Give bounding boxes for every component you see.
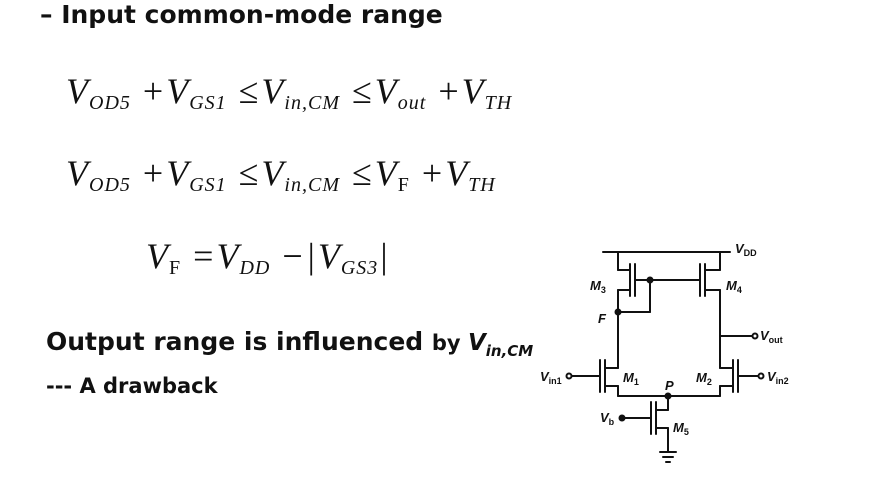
eq3-term: V	[146, 236, 169, 276]
vin1-label: Vin1	[540, 369, 562, 386]
equation-vf-definition: VF =VDD −|VGS3|	[146, 235, 391, 280]
eq1-sub: out	[397, 92, 427, 114]
eq2-term: V	[261, 153, 285, 193]
eq3-term: V	[317, 236, 341, 276]
transistor-m4	[699, 251, 721, 361]
eq2-op: +	[421, 153, 444, 193]
m5-label: M5	[673, 420, 689, 437]
m3-label: M3	[590, 278, 606, 295]
m4-label: M4	[726, 278, 742, 295]
eq3-sub: GS3	[340, 257, 379, 279]
eq3-term: V	[216, 236, 240, 276]
eq1-sub: GS1	[189, 92, 227, 114]
output-range-by: by	[431, 331, 468, 355]
abs-bar: |	[307, 236, 316, 276]
output-range-text: Output range is influenced	[46, 327, 432, 356]
eq1-term: V	[166, 71, 190, 111]
eq1-op: ≤	[351, 71, 373, 111]
eq1-sub: TH	[484, 92, 513, 114]
eq1-term: V	[261, 71, 285, 111]
vout-terminal	[751, 332, 759, 340]
equation-input-range-2: VOD5 +VGS1 ≤Vin,CM ≤VF +VTH	[66, 152, 496, 197]
eq2-op: ≤	[238, 153, 260, 193]
vin2-label: Vin2	[767, 369, 789, 386]
eq1-op: +	[142, 71, 165, 111]
eq2-sub: GS1	[189, 174, 227, 196]
drawback-note: --- A drawback	[46, 374, 218, 398]
eq2-term: V	[445, 153, 469, 193]
eq2-op: ≤	[351, 153, 373, 193]
abs-bar: |	[380, 236, 389, 276]
eq2-sub: TH	[468, 174, 496, 196]
transistor-m2	[719, 359, 759, 397]
eq3-op: =	[193, 236, 215, 276]
eq3-sub: F	[169, 257, 182, 279]
node-f-label: F	[598, 311, 607, 326]
eq3-op: −	[282, 236, 304, 276]
eq2-op: +	[142, 153, 165, 193]
ground-icon	[659, 451, 677, 463]
eq1-term: V	[66, 71, 89, 111]
eq2-term: V	[66, 153, 89, 193]
eq2-term: V	[374, 153, 398, 193]
vb-terminal	[618, 414, 626, 422]
eq1-op: ≤	[238, 71, 260, 111]
node-f-dot	[614, 308, 622, 316]
eq3-sub: DD	[239, 257, 271, 279]
eq1-op: +	[438, 71, 460, 111]
transistor-m5	[621, 395, 669, 453]
output-range-statement: Output range is influenced by Vin,CM	[46, 327, 533, 360]
node-p-label: P	[665, 378, 674, 393]
section-heading: – Input common-mode range	[40, 0, 443, 29]
equation-input-range-1: VOD5 +VGS1 ≤Vin,CM ≤Vout +VTH	[66, 70, 512, 115]
vin2-terminal	[757, 372, 765, 380]
eq2-term: V	[166, 153, 190, 193]
eq1-term: V	[461, 71, 485, 111]
output-range-var: V	[467, 330, 486, 356]
eq2-sub: F	[397, 174, 410, 196]
vout-label: Vout	[760, 328, 783, 345]
eq2-sub: in,CM	[284, 174, 340, 196]
vdd-label: VDD	[735, 241, 757, 258]
eq2-sub: OD5	[89, 174, 131, 196]
vin1-terminal	[565, 372, 573, 380]
m1-label: M1	[623, 370, 639, 387]
eq1-term: V	[374, 71, 398, 111]
eq1-sub: OD5	[89, 92, 131, 114]
m2-label: M2	[696, 370, 712, 387]
transistor-m1	[571, 315, 619, 397]
vb-label: Vb	[600, 410, 615, 427]
eq1-sub: in,CM	[284, 92, 340, 114]
output-range-sub: in,CM	[485, 342, 534, 360]
transistor-m3	[617, 251, 651, 317]
node-dot	[646, 276, 654, 284]
